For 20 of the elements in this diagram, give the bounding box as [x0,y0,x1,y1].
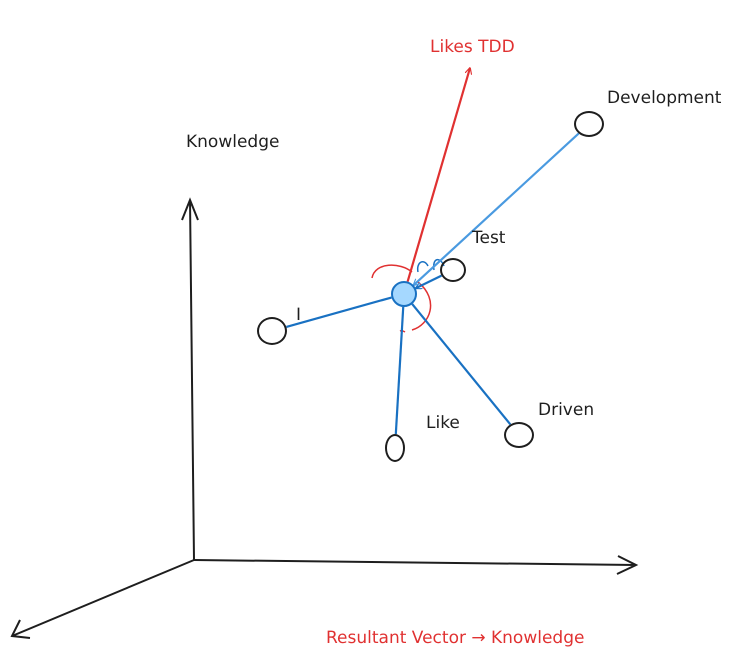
word-point [385,434,405,462]
vector-label: Likes TDD [430,35,515,60]
connector-line [286,296,392,328]
word-point [257,317,287,345]
connector-line [411,303,512,426]
word-point [574,111,604,137]
connector-line [394,306,404,434]
caption-note: Resultant Vector → Knowledge [326,627,584,650]
word-label: Development [607,87,722,110]
word-label: I [296,304,302,327]
word-label: Like [426,412,460,435]
word-point [504,422,534,448]
word-point [440,258,466,282]
word-label: Test [472,227,506,250]
resultant-point [391,281,417,307]
arrow [414,274,442,290]
arrow [412,132,580,286]
arrow [406,66,472,282]
axis-label: Knowledge [186,131,280,154]
word-label: Driven [538,399,594,422]
